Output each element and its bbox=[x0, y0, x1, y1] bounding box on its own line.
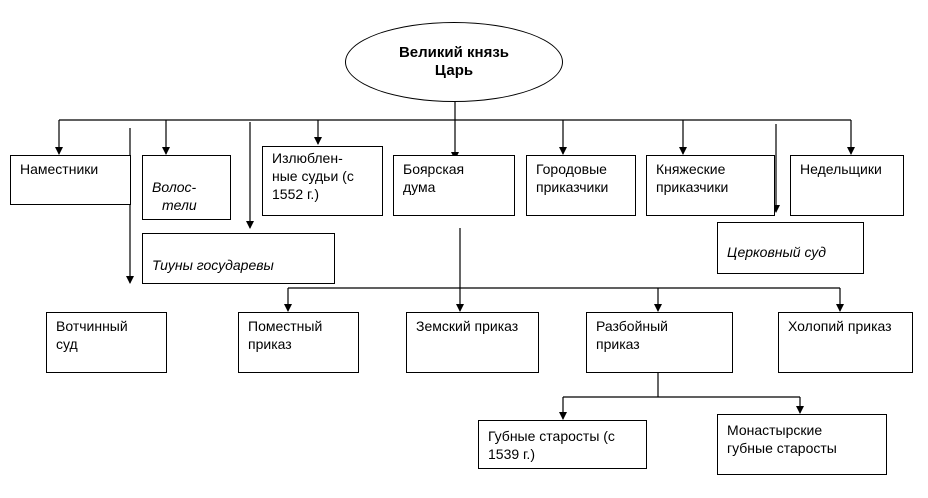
box-gubnye: Губные старосты (с 1539 г.) bbox=[478, 420, 647, 469]
boyarskaya-line-1: Боярская bbox=[403, 161, 465, 177]
gorodovye-line-2: приказчики bbox=[536, 179, 609, 195]
head-line-1: Великий князь bbox=[398, 44, 510, 61]
knyazheskie-line-1: Княжеские bbox=[656, 161, 726, 177]
izlyublennye-line-1: Излюблен- bbox=[272, 150, 343, 166]
volosteli-line-2: тели bbox=[162, 197, 197, 213]
gubnye-line-2: 1539 г.) bbox=[488, 446, 535, 462]
tserkovny-label: Церковный суд bbox=[727, 244, 827, 260]
box-gorodovye: Городовые приказчики bbox=[526, 155, 636, 216]
box-votchinny: Вотчинный суд bbox=[46, 312, 167, 373]
grand-prince-oval: Великий князь Царь bbox=[345, 22, 563, 102]
box-kholopy: Холопий приказ bbox=[778, 312, 913, 373]
votchinny-line-1: Вотчинный bbox=[56, 318, 128, 334]
knyazheskie-line-2: приказчики bbox=[656, 179, 729, 195]
box-razboiny: Разбойный приказ bbox=[586, 312, 733, 373]
box-tserkovny: Церковный суд bbox=[717, 222, 864, 274]
box-pomestny: Поместный приказ bbox=[238, 312, 359, 373]
box-nedelshchiki: Недельщики bbox=[790, 155, 904, 216]
nedelshchiki-label: Недельщики bbox=[800, 161, 882, 177]
box-monastyrskie: Монастырские губные старосты bbox=[717, 414, 887, 475]
monastyrskie-line-1: Монастырские bbox=[727, 422, 823, 438]
box-volosteli: Волос- тели bbox=[142, 155, 231, 220]
namestniki-label: Наместники bbox=[20, 161, 99, 177]
volosteli-line-1: Волос- bbox=[152, 179, 197, 195]
izlyublennye-line-2: ные судьи (с bbox=[272, 168, 354, 184]
box-namestniki: Наместники bbox=[10, 155, 131, 205]
box-zemsky: Земский приказ bbox=[406, 312, 539, 373]
pomestny-line-2: приказ bbox=[248, 336, 292, 352]
box-tiuny: Тиуны государевы bbox=[142, 233, 335, 284]
boyarskaya-line-2: дума bbox=[403, 179, 436, 195]
pomestny-line-1: Поместный bbox=[248, 318, 323, 334]
izlyublennye-line-3: 1552 г.) bbox=[272, 186, 319, 202]
kholopy-label: Холопий приказ bbox=[788, 318, 892, 334]
box-knyazheskie: Княжеские приказчики bbox=[646, 155, 775, 216]
razboiny-line-1: Разбойный bbox=[596, 318, 669, 334]
head-line-2: Царь bbox=[434, 62, 474, 79]
gorodovye-line-1: Городовые bbox=[536, 161, 607, 177]
box-boyarskaya-duma: Боярская дума bbox=[393, 155, 515, 216]
razboiny-line-2: приказ bbox=[596, 336, 640, 352]
monastyrskie-line-2: губные старосты bbox=[727, 440, 837, 456]
tiuny-label: Тиуны государевы bbox=[152, 257, 274, 273]
votchinny-line-2: суд bbox=[56, 336, 78, 352]
gubnye-line-1: Губные старосты (с bbox=[488, 428, 615, 444]
zemsky-label: Земский приказ bbox=[416, 318, 519, 334]
box-izlyublennye: Излюблен- ные судьи (с 1552 г.) bbox=[262, 146, 383, 216]
